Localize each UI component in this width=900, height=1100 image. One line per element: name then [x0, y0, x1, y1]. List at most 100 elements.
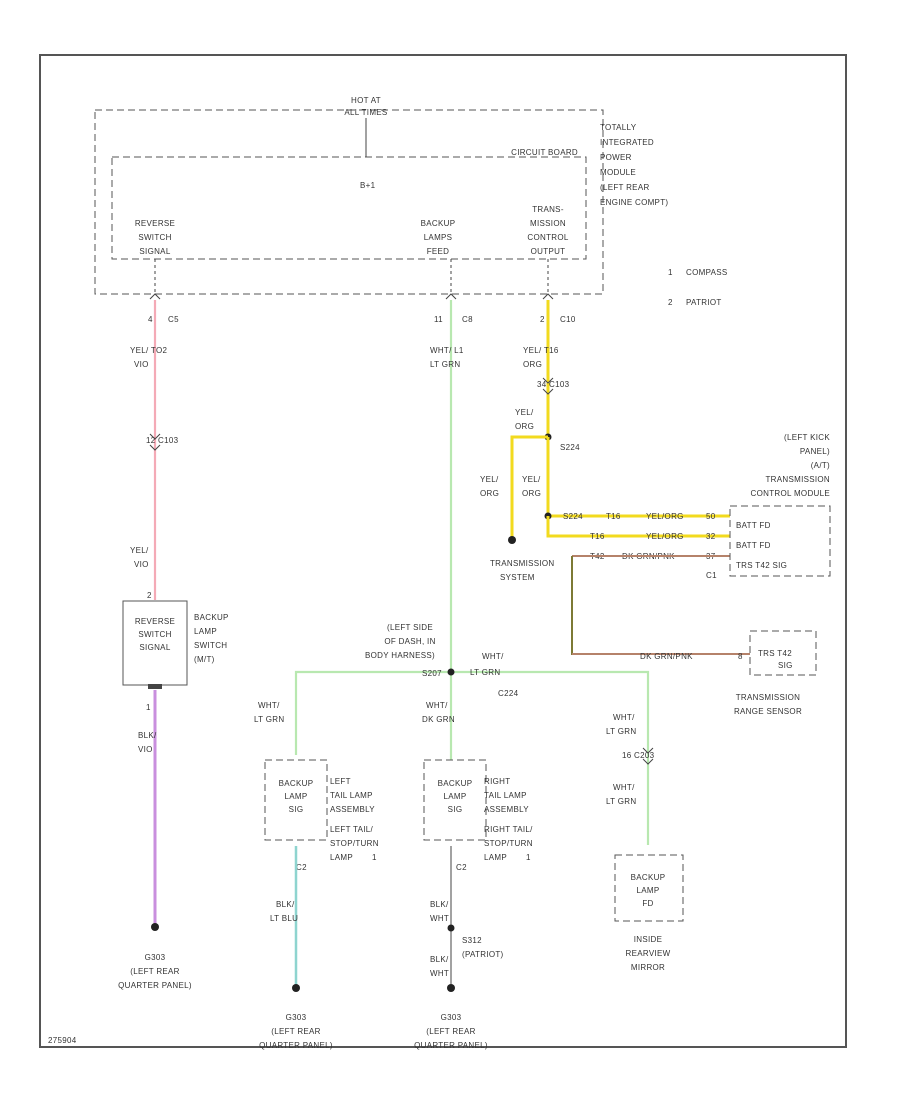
svg-text:YEL/ T16: YEL/ T16	[523, 346, 559, 355]
splice-s312	[447, 924, 455, 932]
pin-c10-num: 2	[540, 315, 545, 324]
svg-text:MIRROR: MIRROR	[631, 963, 665, 972]
svg-text:S224: S224	[563, 512, 583, 521]
mirror-box	[614, 854, 684, 922]
svg-text:SIGNAL: SIGNAL	[139, 643, 170, 652]
svg-text:REVERSE: REVERSE	[135, 219, 175, 228]
svg-text:1: 1	[526, 853, 531, 862]
svg-text:LT GRN: LT GRN	[606, 797, 636, 806]
svg-text:QUARTER PANEL): QUARTER PANEL)	[259, 1041, 333, 1050]
svg-text:MISSION: MISSION	[530, 219, 566, 228]
svg-text:INSIDE: INSIDE	[634, 935, 662, 944]
svg-text:G303: G303	[286, 1013, 307, 1022]
svg-text:S312: S312	[462, 936, 482, 945]
svg-text:CONTROL: CONTROL	[527, 233, 568, 242]
circuit-board-box	[111, 156, 587, 260]
svg-text:BLK/: BLK/	[138, 731, 157, 740]
svg-text:YEL/: YEL/	[480, 475, 499, 484]
pin-c5-num: 4	[148, 315, 153, 324]
svg-text:BACKUP: BACKUP	[279, 779, 314, 788]
svg-text:LT GRN: LT GRN	[470, 668, 500, 677]
svg-text:RIGHT TAIL/: RIGHT TAIL/	[484, 825, 533, 834]
svg-text:BACKUP: BACKUP	[631, 873, 666, 882]
svg-text:T16: T16	[606, 512, 621, 521]
svg-text:STOP/TURN: STOP/TURN	[330, 839, 379, 848]
mirror-name: INSIDE REARVIEW MIRROR	[626, 935, 671, 972]
svg-text:REARVIEW: REARVIEW	[626, 949, 671, 958]
svg-text:ORG: ORG	[522, 489, 541, 498]
svg-text:STOP/TURN: STOP/TURN	[484, 839, 533, 848]
svg-text:COMPASS: COMPASS	[686, 268, 728, 277]
svg-text:OUTPUT: OUTPUT	[531, 247, 566, 256]
svg-text:CONTROL MODULE: CONTROL MODULE	[751, 489, 830, 498]
ground-label-1: G303 (LEFT REAR QUARTER PANEL)	[118, 953, 192, 990]
svg-text:LT GRN: LT GRN	[254, 715, 284, 724]
svg-text:WHT/: WHT/	[258, 701, 280, 710]
svg-text:TRANS-: TRANS-	[532, 205, 564, 214]
tipm-box	[94, 109, 604, 295]
svg-text:LEFT: LEFT	[330, 777, 351, 786]
svg-text:BACKUP: BACKUP	[438, 779, 473, 788]
svg-text:QUARTER PANEL): QUARTER PANEL)	[118, 981, 192, 990]
svg-text:ASSEMBLY: ASSEMBLY	[330, 805, 375, 814]
svg-text:REVERSE: REVERSE	[135, 617, 175, 626]
svg-text:FEED: FEED	[427, 247, 450, 256]
svg-text:LT GRN: LT GRN	[606, 727, 636, 736]
diagram-frame	[39, 54, 847, 1048]
svg-text:(LEFT REAR: (LEFT REAR	[271, 1027, 321, 1036]
figure-number: 275904	[48, 1036, 77, 1045]
left-tail-box-label: BACKUP LAMP SIG	[279, 779, 314, 814]
svg-text:BLK/: BLK/	[276, 900, 295, 909]
svg-text:(A/T): (A/T)	[811, 461, 830, 470]
mirror-box-label: BACKUP LAMP FD	[631, 873, 666, 908]
svg-text:TAIL LAMP: TAIL LAMP	[330, 791, 373, 800]
ground-g303-c	[447, 984, 455, 992]
output-trans: TRANS- MISSION CONTROL OUTPUT	[527, 205, 568, 256]
svg-text:YEL/: YEL/	[522, 475, 541, 484]
pin-c10-conn: C10	[560, 315, 576, 324]
svg-text:C2: C2	[456, 863, 467, 872]
svg-text:TRS T42 SIG: TRS T42 SIG	[736, 561, 787, 570]
pin-c8-num: 11	[434, 315, 443, 324]
svg-text:1: 1	[146, 703, 151, 712]
svg-text:BACKUP: BACKUP	[421, 219, 456, 228]
fuse-label: B+1	[360, 181, 376, 190]
svg-text:LEFT TAIL/: LEFT TAIL/	[330, 825, 373, 834]
svg-text:INTEGRATED: INTEGRATED	[600, 138, 654, 147]
svg-text:(LEFT SIDE: (LEFT SIDE	[387, 623, 433, 632]
svg-text:DK GRN/PNK: DK GRN/PNK	[640, 652, 693, 661]
svg-text:ORG: ORG	[480, 489, 499, 498]
reverse-switch-label: REVERSE SWITCH SIGNAL	[135, 617, 175, 652]
svg-text:YEL/ORG: YEL/ORG	[646, 532, 684, 541]
svg-text:LAMP: LAMP	[194, 627, 217, 636]
c224-label: C224	[498, 689, 519, 698]
svg-text:C1: C1	[706, 571, 717, 580]
svg-text:(LEFT REAR: (LEFT REAR	[130, 967, 180, 976]
svg-text:ASSEMBLY: ASSEMBLY	[484, 805, 529, 814]
svg-text:T16: T16	[590, 532, 605, 541]
tcm-rows: S224 T16 YEL/ORG 50 BATT FD T16 YEL/ORG …	[563, 512, 787, 580]
svg-text:TRANSMISSION: TRANSMISSION	[766, 475, 831, 484]
svg-text:TRANSMISSION: TRANSMISSION	[736, 693, 801, 702]
tipm-connectors	[149, 259, 554, 300]
harness-label: (LEFT SIDE OF DASH, IN BODY HARNESS)	[365, 623, 435, 660]
svg-text:BODY HARNESS): BODY HARNESS)	[365, 651, 435, 660]
svg-text:FD: FD	[642, 899, 653, 908]
svg-text:RIGHT: RIGHT	[484, 777, 510, 786]
right-tail-name: RIGHT TAIL LAMP ASSEMBLY RIGHT TAIL/ STO…	[484, 777, 533, 862]
svg-text:WHT/: WHT/	[613, 713, 635, 722]
backup-lamp-switch-name: BACKUP LAMP SWITCH (M/T)	[194, 613, 228, 664]
svg-text:ORG: ORG	[523, 360, 542, 369]
power-label-2: ALL TIMES	[344, 108, 387, 117]
svg-text:VIO: VIO	[138, 745, 153, 754]
right-tail-box-label: BACKUP LAMP SIG	[438, 779, 473, 814]
output-reverse: REVERSE SWITCH SIGNAL	[135, 219, 175, 256]
svg-text:SIG: SIG	[778, 661, 793, 670]
pin-c8-conn: C8	[462, 315, 473, 324]
svg-text:SIGNAL: SIGNAL	[139, 247, 170, 256]
legend: 1 COMPASS 2 PATRIOT	[668, 268, 728, 307]
svg-text:G303: G303	[441, 1013, 462, 1022]
svg-text:YEL/ORG: YEL/ORG	[646, 512, 684, 521]
svg-text:RANGE SENSOR: RANGE SENSOR	[734, 707, 802, 716]
